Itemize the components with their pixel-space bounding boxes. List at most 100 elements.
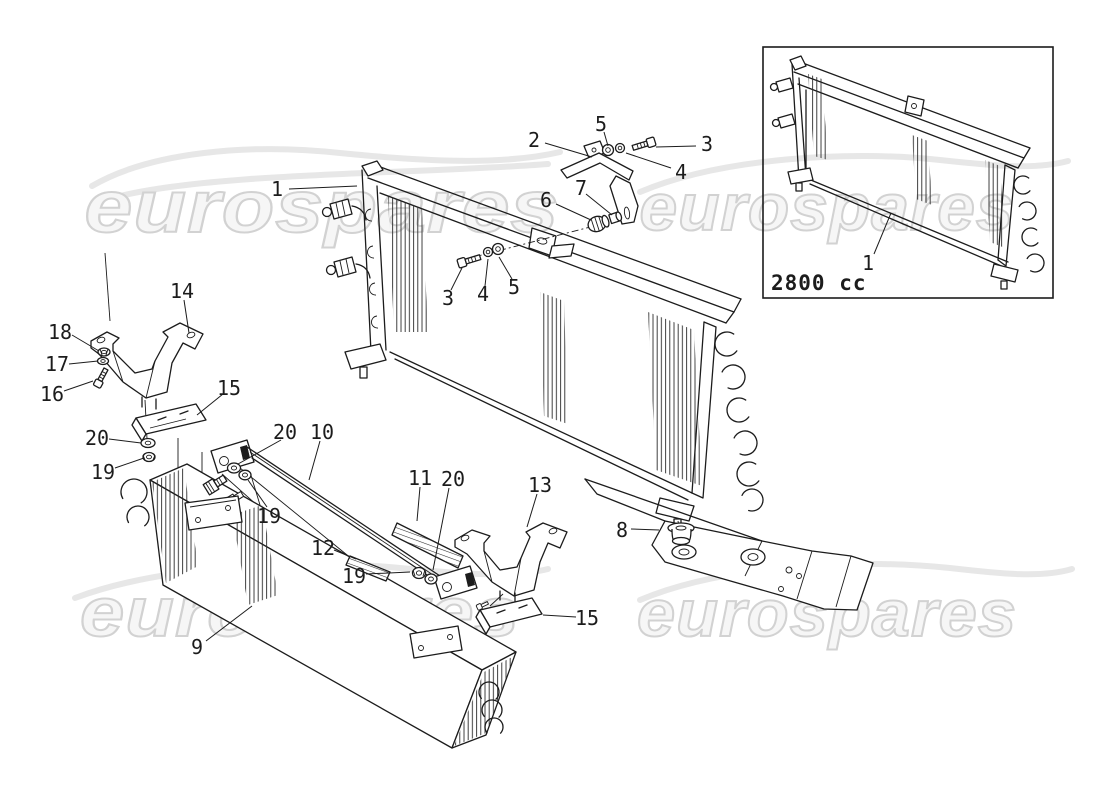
rubber-strip-11 bbox=[391, 522, 464, 569]
part-callout-line bbox=[555, 203, 592, 221]
washer-4-bottom bbox=[482, 246, 494, 258]
part-callout-20: 20 bbox=[273, 420, 297, 444]
part-callout-line bbox=[603, 131, 609, 147]
engine-size-label: 2800 cc bbox=[771, 271, 867, 295]
part-callout-line bbox=[68, 360, 99, 365]
screw-16 bbox=[92, 367, 109, 389]
washer-5-bottom bbox=[491, 242, 505, 256]
part-callout-17: 17 bbox=[45, 352, 69, 376]
part-callout-line bbox=[625, 152, 672, 169]
part-callout-line bbox=[114, 457, 145, 469]
part-callout-2: 2 bbox=[528, 128, 540, 152]
part-callout-line bbox=[63, 380, 94, 392]
mounting-bar-10 bbox=[210, 439, 478, 600]
cooler-fitting bbox=[202, 474, 228, 496]
watermark-upper-left: eurospares bbox=[84, 146, 563, 249]
washer-20-left bbox=[140, 437, 156, 449]
part-callout-9: 9 bbox=[191, 635, 203, 659]
part-callout-10: 10 bbox=[310, 420, 334, 444]
part-callout-19: 19 bbox=[342, 564, 366, 588]
support-bracket-2 bbox=[560, 140, 639, 225]
pipe-fitting-upper bbox=[321, 198, 367, 221]
part-callout-line bbox=[432, 487, 450, 571]
v-bracket-14 bbox=[90, 322, 204, 410]
part-callout-line bbox=[308, 440, 321, 481]
part-callout-line bbox=[498, 256, 513, 280]
part-callout-line bbox=[205, 605, 253, 642]
part-callout-line bbox=[416, 486, 421, 522]
part-callout-line bbox=[333, 549, 357, 560]
plate-15-left bbox=[131, 403, 207, 442]
coil-loops bbox=[714, 331, 764, 512]
part-callout-18: 18 bbox=[48, 320, 72, 344]
part-callout-19: 19 bbox=[257, 504, 281, 528]
part-callout-15: 15 bbox=[217, 376, 241, 400]
screw-3-top bbox=[631, 136, 657, 151]
washer-17 bbox=[96, 356, 110, 366]
washer-20-bar-right bbox=[424, 573, 438, 585]
part-callout-15: 15 bbox=[575, 606, 599, 630]
top-bracket-assembly bbox=[456, 136, 657, 269]
support-rail-assembly bbox=[584, 478, 874, 611]
radiator-foot-left bbox=[344, 343, 387, 379]
v-bracket-13 bbox=[454, 522, 568, 607]
part-callout-16: 16 bbox=[40, 382, 64, 406]
part-callout-line bbox=[630, 528, 660, 531]
oil-cooler-9 bbox=[120, 463, 517, 749]
part-callout-line bbox=[484, 258, 489, 287]
part-callout-line bbox=[365, 571, 411, 575]
radiator-top-bracket bbox=[528, 227, 575, 259]
left-bracket-assembly bbox=[90, 252, 207, 486]
lock-washer-18 bbox=[97, 347, 111, 357]
inset-coil-loops bbox=[1013, 175, 1045, 273]
part-callout-line bbox=[183, 299, 190, 334]
rubber-mount-8 bbox=[667, 522, 695, 546]
part-callout-11: 11 bbox=[408, 466, 432, 490]
pipe-fitting-lower bbox=[325, 256, 371, 279]
part-callout-line bbox=[873, 212, 892, 255]
cooler-plate-left bbox=[184, 495, 243, 531]
part-callout-line bbox=[196, 393, 224, 416]
main-radiator-drawing bbox=[321, 160, 764, 529]
part-callout-4: 4 bbox=[477, 282, 489, 306]
washer-20-bar-left bbox=[226, 462, 242, 474]
part-callout-3: 3 bbox=[701, 132, 713, 156]
part-callout-20: 20 bbox=[441, 467, 465, 491]
spacer-7 bbox=[608, 211, 623, 225]
screw-3-bottom bbox=[456, 254, 482, 269]
part-callout-20: 20 bbox=[85, 426, 109, 450]
plate-15-bottom bbox=[475, 597, 543, 635]
part-callout-8: 8 bbox=[616, 518, 628, 542]
part-callout-1: 1 bbox=[271, 177, 283, 201]
part-callout-line bbox=[526, 493, 538, 528]
part-callout-line bbox=[655, 145, 697, 148]
part-callout-13: 13 bbox=[528, 473, 552, 497]
inset-pipe-fittings bbox=[769, 77, 796, 129]
cooler-plate-right bbox=[409, 625, 463, 659]
washer-5 bbox=[601, 143, 615, 157]
part-callout-4: 4 bbox=[675, 160, 687, 184]
nut-19-left bbox=[142, 451, 156, 463]
watermark-upper-right: eurospares bbox=[637, 153, 1071, 245]
bushing-6 bbox=[587, 214, 610, 233]
part-callout-5: 5 bbox=[595, 112, 607, 136]
part-callout-12: 12 bbox=[311, 536, 335, 560]
part-callout-line bbox=[450, 267, 463, 291]
part-callout-line bbox=[237, 439, 282, 465]
rubber-strip-12 bbox=[345, 555, 391, 582]
nut-19-bar-left bbox=[238, 469, 252, 481]
part-callout-line bbox=[585, 193, 613, 216]
part-callout-5: 5 bbox=[508, 275, 520, 299]
nut-19-bar-right bbox=[411, 566, 427, 580]
watermark-text: eurospares bbox=[85, 165, 560, 248]
part-callout-6: 6 bbox=[540, 188, 552, 212]
part-callout-19: 19 bbox=[91, 460, 115, 484]
part-callout-line bbox=[542, 614, 577, 618]
part-callout-7: 7 bbox=[575, 176, 587, 200]
part-callout-line bbox=[544, 142, 593, 158]
part-callout-14: 14 bbox=[170, 279, 194, 303]
part-callout-line bbox=[247, 479, 268, 508]
